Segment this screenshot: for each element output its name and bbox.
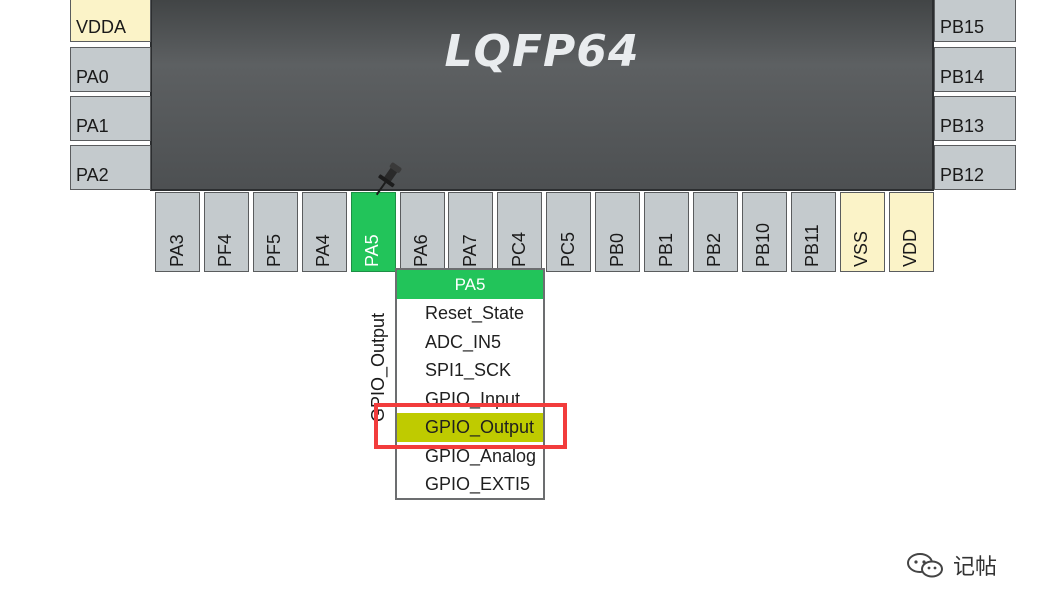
bottom-pa3[interactable]: PA3: [155, 192, 200, 272]
menu-item-gpio-analog[interactable]: GPIO_Analog: [425, 445, 537, 466]
pin-label: PF5: [264, 233, 285, 267]
pin-label: PB2: [704, 232, 725, 267]
bottom-vss[interactable]: VSS: [839, 192, 885, 272]
left-pa2[interactable]: PA2: [70, 145, 151, 190]
bottom-vdd[interactable]: VDD: [888, 192, 934, 272]
highlight-box: [374, 403, 567, 449]
left-vdda[interactable]: VDDA: [70, 0, 151, 42]
watermark-text: 记帖: [953, 554, 998, 579]
pin-label: PB12: [940, 165, 985, 185]
pushpin-icon: [375, 162, 402, 196]
pin-label: PA3: [166, 234, 187, 267]
pin-label: PA4: [313, 234, 334, 267]
pin-label: PC5: [557, 231, 578, 267]
pin-label: PB13: [940, 116, 985, 136]
menu-item-adc-in5[interactable]: ADC_IN5: [425, 331, 502, 352]
pin-label: PB0: [606, 232, 627, 267]
bottom-pb11[interactable]: PB11: [790, 192, 836, 272]
bottom-pa5[interactable]: PA5: [350, 192, 396, 272]
pin-label: VSS: [851, 230, 872, 267]
pin-label: PA5: [362, 234, 383, 267]
pin-label: PB11: [802, 224, 823, 267]
bottom-pa6[interactable]: PA6: [399, 192, 445, 272]
right-pb15[interactable]: PB15: [934, 0, 1016, 42]
bottom-pb1[interactable]: PB1: [644, 192, 689, 272]
pin-label: VDDA: [76, 17, 127, 37]
bottom-pa7[interactable]: PA7: [448, 192, 494, 272]
right-pb12[interactable]: PB12: [934, 145, 1016, 190]
pin-label: PB14: [940, 67, 985, 87]
pin-label: PA0: [76, 67, 109, 87]
left-pa1[interactable]: PA1: [70, 96, 151, 141]
bottom-pb10[interactable]: PB10: [741, 192, 787, 272]
bottom-pf5[interactable]: PF5: [252, 192, 298, 272]
pin-label: PA6: [411, 234, 431, 267]
pin-label: PB1: [655, 232, 676, 267]
right-pb14[interactable]: PB14: [934, 47, 1016, 92]
bottom-pc5[interactable]: PC5: [546, 192, 592, 272]
menu-item-gpio-exti5[interactable]: GPIO_EXTI5: [425, 474, 531, 494]
pin-label: VDD: [900, 228, 920, 267]
pin-label: PF4: [215, 233, 236, 267]
pin-label: PB15: [940, 17, 985, 37]
wechat-icon: [907, 553, 943, 578]
pin-mode-label: GPIO_Output: [368, 312, 388, 422]
menu-item-spi1-sck[interactable]: SPI1_SCK: [425, 360, 512, 380]
chip-title: LQFP64: [444, 26, 640, 77]
bottom-pc4[interactable]: PC4: [497, 192, 543, 272]
menu-item-reset-state[interactable]: Reset_State: [425, 303, 525, 323]
bottom-pb2[interactable]: PB2: [692, 192, 738, 272]
pin-label: PA7: [459, 234, 480, 267]
bottom-pf4[interactable]: PF4: [203, 192, 249, 272]
pin-label: PB10: [753, 222, 774, 267]
bottom-pb0[interactable]: PB0: [595, 192, 641, 272]
right-pb13[interactable]: PB13: [934, 96, 1016, 141]
watermark: 记帖: [905, 548, 997, 582]
bottom-pa4[interactable]: PA4: [301, 192, 347, 272]
menu-header: PA5: [397, 270, 543, 299]
pin-label: PA1: [76, 116, 109, 136]
menu-item-gpio-output[interactable]: GPIO_Output: [397, 413, 543, 442]
pin-label: PA2: [76, 165, 109, 185]
left-pa0[interactable]: PA0: [70, 47, 151, 92]
chip-package: LQFP64: [150, 0, 934, 191]
pin-label: PC4: [508, 231, 529, 267]
